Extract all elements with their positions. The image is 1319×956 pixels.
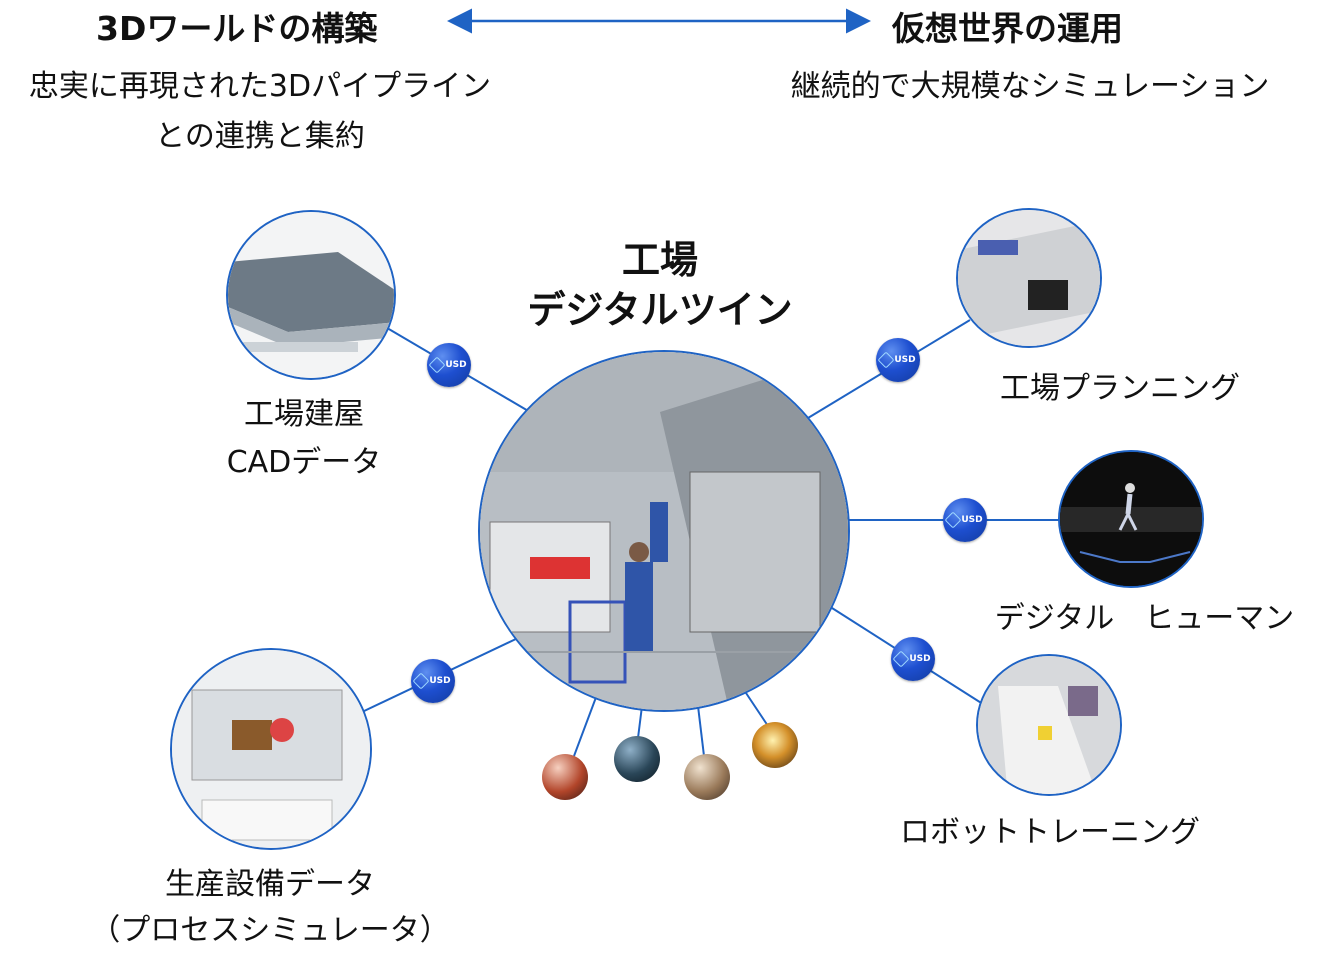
material-ball-icon — [614, 736, 660, 782]
material-ball-icon — [752, 722, 798, 768]
usd-cube-icon — [412, 672, 430, 690]
equipment-data-image — [170, 648, 372, 850]
factory-digital-twin-image — [478, 350, 850, 712]
label-planning: 工場プランニング — [1000, 371, 1240, 406]
link-ball1 — [573, 691, 599, 757]
usd-badge: USD — [891, 637, 935, 681]
right-subtitle: 継続的で大規模なシミュレーション — [790, 69, 1270, 104]
usd-cube-icon — [892, 650, 910, 668]
label-building-line2: CADデータ — [226, 445, 382, 480]
link-ball3 — [697, 705, 705, 757]
material-ball-icon — [542, 754, 588, 800]
left-subtitle-line2: との連携と集約 — [155, 119, 365, 154]
usd-cube-icon — [877, 351, 895, 369]
usd-cube-icon — [944, 511, 962, 529]
usd-badge: USD — [427, 343, 471, 387]
usd-cube-icon — [428, 356, 446, 374]
label-robot-training: ロボットトレーニング — [900, 815, 1200, 850]
left-header-title: 3Dワールドの構築 — [96, 9, 378, 48]
label-building-line1: 工場建屋 — [244, 397, 364, 432]
material-ball-icon — [684, 754, 730, 800]
link-ball4 — [743, 689, 769, 727]
digital-human-image — [1058, 450, 1204, 588]
factory-planning-image — [956, 208, 1102, 348]
link-ball2 — [637, 705, 643, 739]
usd-badge: USD — [943, 498, 987, 542]
robot-training-image — [976, 654, 1122, 796]
building-cad-image — [226, 210, 396, 380]
right-header-title: 仮想世界の運用 — [892, 9, 1123, 48]
label-digital-human: デジタル ヒューマン — [994, 601, 1295, 636]
center-title-line1: 工場 — [621, 238, 698, 282]
label-equipment-line2: （プロセスシミュレータ） — [90, 913, 450, 948]
label-equipment-line1: 生産設備データ — [165, 867, 375, 902]
usd-badge: USD — [876, 338, 920, 382]
left-subtitle-line1: 忠実に再現された3Dパイプライン — [28, 69, 492, 104]
usd-badge: USD — [411, 659, 455, 703]
center-title-line2: デジタルツイン — [527, 288, 793, 332]
